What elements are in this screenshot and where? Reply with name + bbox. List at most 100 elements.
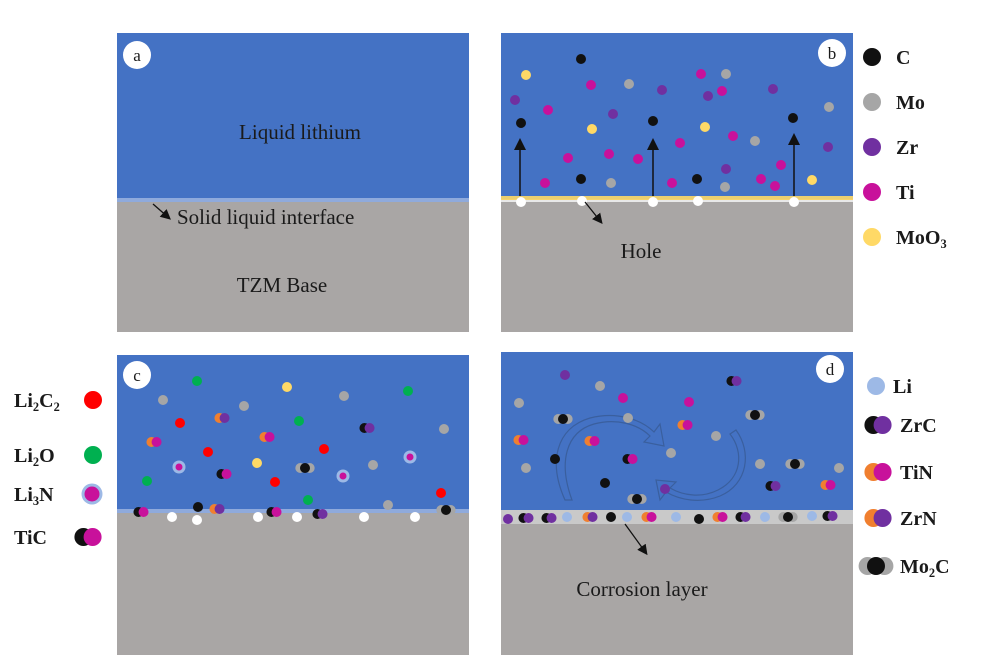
titanium-atom	[563, 153, 573, 163]
moo3-molecule	[807, 175, 817, 185]
particle-tin	[641, 512, 657, 522]
hole-vacancy	[292, 512, 302, 522]
panel-a-interface-line	[117, 198, 469, 202]
panel-d-badge: d	[826, 360, 835, 379]
particle-li3n	[336, 469, 350, 483]
molybdenum-atom	[339, 391, 349, 401]
particle-tic	[133, 507, 149, 517]
particle-li	[760, 512, 770, 522]
zirconium-atom	[660, 484, 670, 494]
zrc-zirconium	[827, 511, 838, 521]
particle-zr	[823, 142, 833, 152]
particle-mo	[834, 463, 844, 473]
hole-vacancy	[359, 512, 369, 522]
particle-mo	[720, 182, 730, 192]
mo2c-carbon	[558, 414, 568, 424]
particle-ti	[604, 149, 614, 159]
particle-c	[550, 454, 560, 464]
carbon-atom	[648, 116, 658, 126]
legend-label-tic: TiC	[14, 527, 47, 549]
legend-item: MoO3	[863, 227, 947, 251]
particle-zrc	[864, 416, 892, 434]
particle-mo	[339, 391, 349, 401]
particle-li2o	[303, 495, 313, 505]
particle-moo3	[252, 458, 262, 468]
molybdenum-atom	[521, 463, 531, 473]
particle-c	[516, 118, 526, 128]
particle-ti	[717, 86, 727, 96]
particle-mo	[521, 463, 531, 473]
liquid-lithium-label: Liquid lithium	[239, 120, 361, 144]
legend-label-tin: TiN	[900, 462, 934, 484]
carbon-atom	[576, 174, 586, 184]
particle-ti	[675, 138, 685, 148]
panel-d-base-region	[501, 512, 853, 655]
legend-label-mo: Mo	[896, 92, 925, 114]
carbon-atom	[692, 174, 702, 184]
particle-li	[807, 511, 817, 521]
molybdenum-atom	[824, 102, 834, 112]
particle-c	[193, 502, 203, 512]
hole-vacancy	[410, 512, 420, 522]
mo2c-carbon	[783, 512, 793, 522]
zirconium-atom	[608, 109, 618, 119]
particle-tin	[677, 420, 693, 430]
particle-hole	[292, 512, 302, 522]
corrosion-layer-label: Corrosion layer	[576, 577, 707, 601]
legend-item: Li2O	[14, 445, 102, 469]
tin-titanium	[873, 463, 892, 481]
legend-item: Mo2C	[858, 556, 950, 580]
particle-c	[788, 113, 798, 123]
particle-zrc	[359, 423, 375, 433]
li2o-molecule	[142, 476, 152, 486]
particle-zr	[721, 164, 731, 174]
particle-zrc	[822, 511, 838, 521]
carbon-atom	[694, 514, 704, 524]
panel-c-base-region	[117, 512, 469, 655]
particle-moo3	[700, 122, 710, 132]
particle-hole	[648, 197, 658, 207]
legend-item: TiC	[14, 527, 102, 549]
particle-li2o	[403, 386, 413, 396]
legend-item: ZrC	[864, 415, 937, 437]
li2c2-molecule	[319, 444, 329, 454]
particle-mo	[606, 178, 616, 188]
panel-a-badge: a	[133, 46, 141, 65]
particle-mo	[383, 500, 393, 510]
particle-moo3	[863, 228, 881, 246]
particle-mo	[755, 459, 765, 469]
panel-a-base-region	[117, 201, 469, 332]
particle-mo	[721, 69, 731, 79]
particle-ti	[543, 105, 553, 115]
panel-c-badge: c	[133, 366, 141, 385]
particle-li2c2	[319, 444, 329, 454]
zrc-zirconium	[740, 512, 751, 522]
particle-li3n	[172, 460, 186, 474]
molybdenum-atom	[834, 463, 844, 473]
molybdenum-atom	[514, 398, 524, 408]
particle-c	[863, 48, 881, 66]
particle-zrn	[864, 509, 892, 527]
particle-hole	[167, 512, 177, 522]
particle-mo	[439, 424, 449, 434]
hole-vacancy	[789, 197, 799, 207]
particle-hole	[577, 196, 587, 206]
zrc-zirconium	[770, 481, 781, 491]
moo3-molecule	[700, 122, 710, 132]
zirconium-atom	[560, 370, 570, 380]
zirconium-atom	[703, 91, 713, 101]
zrc-zirconium	[523, 513, 534, 523]
mo2c-carbon	[441, 505, 451, 515]
zirconium-atom	[768, 84, 778, 94]
panel-c: c	[117, 355, 469, 655]
particle-tin	[513, 435, 529, 445]
particle-mo	[514, 398, 524, 408]
li2o-molecule	[84, 446, 102, 464]
moo3-molecule	[252, 458, 262, 468]
molybdenum-atom	[439, 424, 449, 434]
particle-li2c2	[84, 391, 102, 409]
legend-item: Zr	[863, 137, 918, 159]
particle-li2o	[192, 376, 202, 386]
titanium-atom	[543, 105, 553, 115]
particle-mo2c	[778, 512, 798, 522]
